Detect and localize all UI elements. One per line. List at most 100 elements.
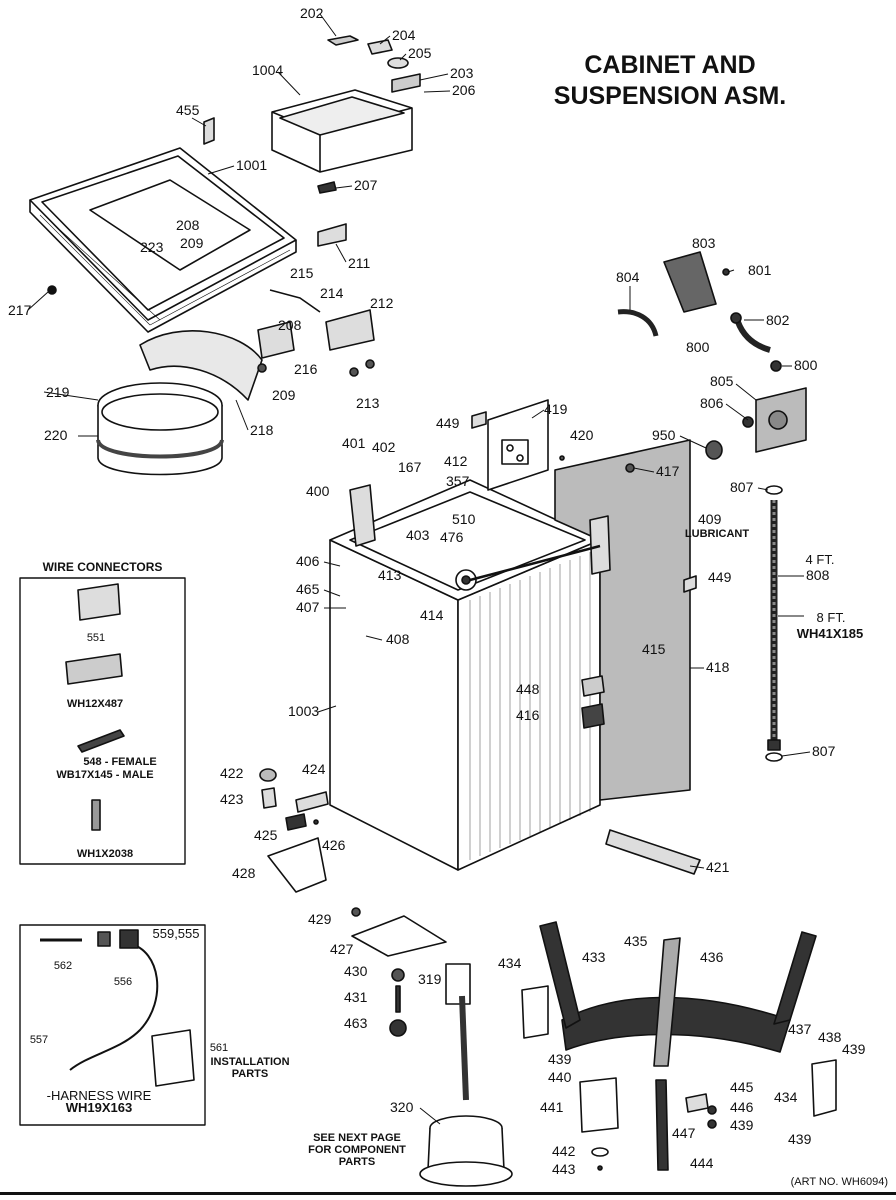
connector-551-label: 551 — [86, 632, 106, 644]
part-204 — [367, 39, 393, 55]
label-444: 444 — [690, 1155, 714, 1171]
label-212: 212 — [370, 295, 394, 311]
label-425: 425 — [254, 827, 278, 843]
part-203 — [391, 73, 421, 93]
part-212 — [325, 309, 375, 351]
label-808: 808 — [806, 567, 830, 583]
rear-panel — [554, 439, 691, 801]
connector-548-label: 548 - FEMALE — [83, 756, 157, 768]
label-420: 420 — [570, 427, 594, 443]
label-319: 319 — [418, 971, 442, 987]
part-417 — [625, 463, 635, 473]
label-416: 416 — [516, 707, 540, 723]
label-435: 435 — [624, 933, 648, 949]
label-455: 455 — [176, 102, 200, 118]
see-next-line-3: PARTS — [338, 1156, 376, 1168]
label-419: 419 — [544, 401, 568, 417]
label-219: 219 — [46, 384, 70, 400]
label-428: 428 — [232, 865, 256, 881]
label-465: 465 — [296, 581, 320, 597]
label-409: 409 — [698, 511, 722, 527]
harness-wire-line-2: WH19X163 — [65, 1100, 133, 1115]
part-441 — [579, 1077, 619, 1133]
installation-parts-label: INSTALLATION PARTS — [200, 1056, 300, 1080]
part-559 — [119, 929, 139, 949]
label-211: 211 — [348, 255, 371, 271]
label-445: 445 — [730, 1079, 754, 1095]
part-216 — [257, 321, 295, 359]
label-215: 215 — [290, 265, 314, 281]
label-206: 206 — [452, 82, 476, 98]
label-803: 803 — [692, 235, 716, 251]
part-439-c — [707, 1119, 717, 1129]
part-421 — [605, 829, 701, 875]
part-428 — [267, 837, 327, 893]
harness-wire-line-1: -HARNESS WIRE — [46, 1088, 152, 1103]
hose-wh41x185: WH41X185 — [796, 626, 864, 641]
label-439d: 439 — [788, 1131, 812, 1147]
art-number: (ART NO. WH6094) — [790, 1176, 888, 1188]
title-line-1: CABINET AND — [584, 51, 756, 79]
label-423: 423 — [220, 791, 244, 807]
part-449-right — [683, 575, 697, 593]
label-438: 438 — [818, 1029, 842, 1045]
label-402: 402 — [372, 439, 396, 455]
label-320: 320 — [390, 1099, 414, 1115]
part-202 — [327, 35, 359, 46]
label-408: 408 — [386, 631, 410, 647]
label-422: 422 — [220, 765, 244, 781]
harness-wire-label: -HARNESS WIRE WH19X163 — [24, 1088, 174, 1115]
part-463 — [389, 1019, 407, 1037]
part-400 — [349, 484, 376, 547]
part-800-a — [730, 312, 742, 324]
label-431: 431 — [344, 989, 368, 1005]
label-205: 205 — [408, 45, 432, 61]
suspension-rod — [469, 544, 601, 582]
see-next-page-note: SEE NEXT PAGE FOR COMPONENT PARTS — [292, 1132, 422, 1168]
label-424: 424 — [302, 761, 326, 777]
part-446 — [707, 1105, 717, 1115]
part-431 — [395, 985, 401, 1013]
harness-wire — [69, 943, 159, 1071]
top-panel — [29, 147, 297, 321]
label-447: 447 — [672, 1125, 696, 1141]
part-427 — [351, 915, 447, 957]
tub-ring — [97, 405, 223, 476]
label-426: 426 — [322, 837, 346, 853]
part-213-b — [365, 359, 375, 369]
part-434-right — [811, 1059, 837, 1117]
part-423 — [261, 787, 277, 809]
harness-559-label: 559,555 — [152, 926, 200, 941]
part-416 — [581, 703, 605, 729]
connector-551 — [77, 583, 121, 621]
part-214 — [269, 289, 321, 313]
part-205 — [387, 57, 409, 69]
label-433: 433 — [582, 949, 606, 965]
part-443 — [597, 1165, 603, 1171]
part-803 — [663, 251, 717, 313]
label-417: 417 — [656, 463, 680, 479]
part-561 — [151, 1029, 195, 1087]
part-800-b — [770, 360, 782, 372]
label-443: 443 — [552, 1161, 576, 1177]
drive-shaft — [459, 995, 469, 1101]
label-1003: 1003 — [288, 703, 319, 719]
part-447 — [685, 1093, 709, 1113]
part-434-left — [521, 985, 549, 1039]
part-806 — [742, 416, 754, 428]
part-444 — [655, 1079, 669, 1171]
suspension-frame — [561, 996, 791, 1053]
label-400: 400 — [306, 483, 330, 499]
label-220: 220 — [44, 427, 68, 443]
label-800a: 800 — [686, 339, 710, 355]
label-802: 802 — [766, 312, 790, 328]
label-805: 805 — [710, 373, 734, 389]
part-425 — [285, 813, 307, 831]
part-807-bottom — [765, 752, 783, 762]
wire-connectors-box — [19, 577, 186, 865]
part-319 — [445, 963, 471, 1005]
label-807a: 807 — [730, 479, 754, 495]
label-414: 414 — [420, 607, 444, 623]
harness-box — [19, 924, 206, 1126]
